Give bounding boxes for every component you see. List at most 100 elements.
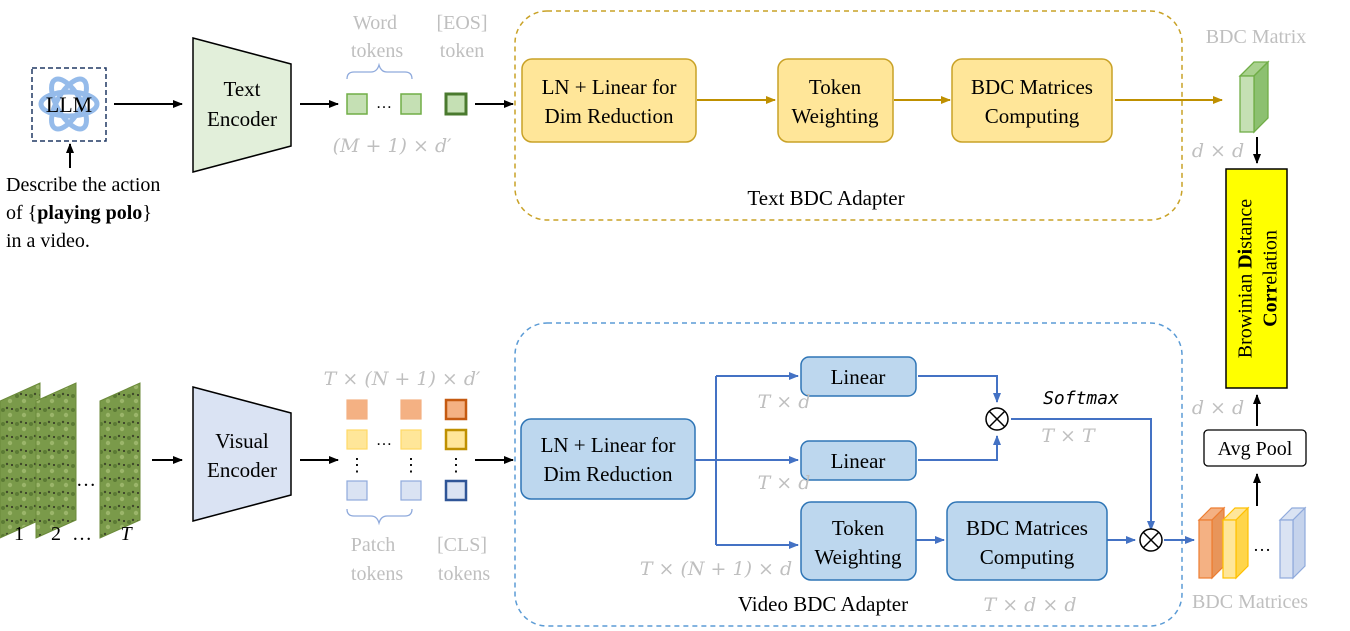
text-branch: LLM Describe the action of {playing polo… [6,10,1306,252]
video-bdc-adapter-title: Video BDC Adapter [738,592,908,616]
eos-token [444,92,468,116]
text-ln-linear-line-1: LN + Linear for [542,75,677,99]
llm-label: LLM [46,92,92,117]
cls-tokens-label-1: [CLS] [437,534,487,556]
bdc-correlation-line-1: Browinian Distance [1235,199,1257,359]
word-tokens-brace [346,62,413,80]
text-ln-linear-line-2: Dim Reduction [545,104,674,128]
video-bdc-adapter-frame [514,322,1183,627]
text-bdc-matrix-dim: d × d [1192,140,1244,162]
text-bdc-computing-line-1: BDC Matrices [971,75,1093,99]
matmul-icon [985,407,1009,431]
video-frame-t [99,382,141,539]
video-ln-linear-line-2: Dim Reduction [544,462,673,486]
video-ln-linear-line-1: LN + Linear for [541,433,676,457]
llm-icon: LLM [31,67,107,142]
video-bdc-out-dim: T × d × d [984,594,1077,616]
video-tokens-in-dim: T × (N + 1) × d [640,558,792,580]
text-bdc-matrix: BDC Matrix d × d [1192,26,1306,162]
vertical-dots: ⋮ [402,455,420,475]
text-bdc-matrix-label: BDC Matrix [1206,26,1307,48]
video-token-weighting-box: Token Weighting [800,501,917,581]
patch-token [400,429,422,450]
linear-top-label: Linear [831,365,886,389]
video-bdc-matrices: … BDC Matrices [1192,506,1308,613]
patch-token [346,480,368,501]
linear-bottom-dim: T × d [758,472,811,494]
text-encoder-label-2: Encoder [207,107,277,131]
frame-label-1: 1 [14,523,24,545]
video-token-weighting-line-1: Token [832,516,885,540]
word-tokens-label-2: tokens [351,40,403,62]
vertical-dots: ⋮ [348,455,366,475]
word-tokens-ellipsis: … [376,95,392,112]
video-token-weighting-line-2: Weighting [815,545,902,569]
bdc-matrices-ellipsis: … [1253,535,1271,555]
frame-label-ellipsis: … [72,523,92,545]
avg-pool-dim: d × d [1192,397,1244,419]
cls-token [444,398,468,421]
word-token-last [400,93,422,115]
text-token-weighting-box: Token Weighting [777,58,894,143]
cls-tokens-label-2: tokens [438,563,490,585]
text-encoder-label-1: Text [223,77,260,101]
text-ln-linear-box: LN + Linear for Dim Reduction [521,58,697,143]
video-routing [695,372,1195,549]
patch-token [346,429,368,450]
cls-token [444,479,468,502]
text-bdc-adapter-title: Text BDC Adapter [747,186,904,210]
video-bdc-computing-box: BDC Matrices Computing [946,501,1108,581]
video-branch: … 1 2 … T Visual Encoder T × (N + 1) × d… [0,322,1308,627]
patch-token [400,480,422,501]
linear-top-box: Linear [800,356,917,397]
patch-row-ellipsis: … [376,432,392,449]
text-bdc-computing-line-2: Computing [985,104,1080,128]
avg-pool-label: Avg Pool [1218,438,1293,460]
video-bdc-computing-line-2: Computing [980,545,1075,569]
visual-encoder-label-1: Visual [215,429,269,453]
video-ln-linear-box: LN + Linear for Dim Reduction [520,418,696,500]
text-token-weighting-line-1: Token [809,75,862,99]
word-tokens-label-1: Word [353,12,397,34]
eos-label-2: token [440,40,484,62]
video-frames: … 1 2 … T [0,382,141,545]
bdc-correlation-line-2: Correlation [1260,230,1282,327]
text-bdc-adapter-frame [514,10,1183,221]
text-token-dim: (M + 1) × d′ [333,135,453,157]
cls-token [444,428,468,451]
linear-bottom-label: Linear [831,449,886,473]
frames-ellipsis: … [76,469,96,491]
patch-tokens-label-2: tokens [351,563,403,585]
prompt-line-1: Describe the action [6,174,160,196]
video-frame-2 [35,382,77,539]
patch-tokens-brace [346,508,413,526]
visual-encoder: Visual Encoder [192,386,292,522]
matmul-icon [1139,528,1163,552]
prompt-line-3: in a video. [6,230,90,252]
linear-bottom-box: Linear [800,440,917,481]
avg-pool-box: Avg Pool [1203,429,1307,467]
frame-label-2: 2 [51,523,61,545]
softmax-dim: T × T [1041,425,1096,447]
prompt-line-2: of {playing polo} [6,202,152,224]
softmax-label: Softmax [1043,388,1119,409]
visual-encoder-label-2: Encoder [207,458,277,482]
frame-label-t: T [120,523,133,545]
video-token-grid: … ⋮ ⋮ ⋮ [346,398,468,526]
video-bdc-computing-line-1: BDC Matrices [966,516,1088,540]
patch-token [400,399,422,420]
text-encoder: Text Encoder [192,37,292,173]
patch-token [346,399,368,420]
video-token-dim: T × (N + 1) × d′ [324,368,481,390]
patch-tokens-label-1: Patch [351,534,395,556]
text-token-weighting-line-2: Weighting [792,104,879,128]
video-bdc-matrices-label: BDC Matrices [1192,591,1308,613]
vertical-dots: ⋮ [447,455,465,475]
bdc-correlation-box: Browinian Distance Correlation [1225,168,1288,389]
video-frame-1 [0,382,41,539]
word-token-first [346,93,368,115]
linear-top-dim: T × d [758,391,811,413]
eos-label-1: [EOS] [436,12,487,34]
text-bdc-computing-box: BDC Matrices Computing [951,58,1113,143]
